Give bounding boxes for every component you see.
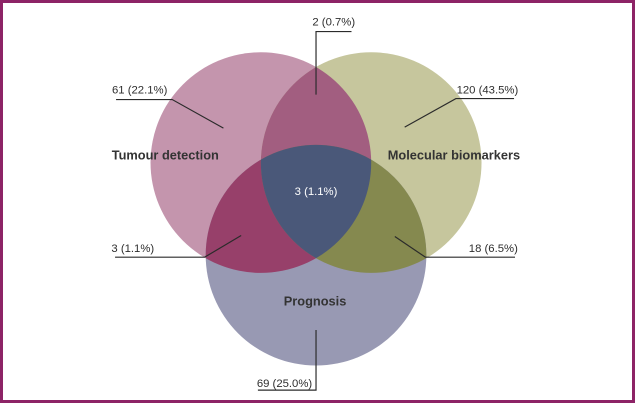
tumour-molecular-count: 2 (0.7%) [312, 17, 355, 29]
prognosis-label: Prognosis [284, 293, 347, 308]
all-three-count: 3 (1.1%) [295, 186, 338, 198]
leader-molecular-prognosis [394, 235, 516, 258]
venn-diagram: Tumour detection Molecular biomarkers Pr… [111, 17, 520, 391]
prognosis-only-count: 69 (25.0%) [257, 378, 313, 390]
tumour-prognosis-count: 3 (1.1%) [111, 243, 154, 255]
tumour-detection-label: Tumour detection [112, 148, 219, 163]
molecular-only-count: 120 (43.5%) [457, 85, 519, 97]
leader-tumour-only [116, 98, 224, 129]
leader-tumour-prognosis [115, 234, 242, 258]
leader-prognosis-only [257, 330, 317, 391]
tumour-only-count: 61 (22.1%) [112, 85, 168, 97]
molecular-prognosis-count: 18 (6.5%) [469, 243, 518, 255]
leader-molecular-only [404, 97, 515, 128]
overlap-all-three [260, 144, 372, 273]
leader-tumour-molecular [315, 30, 352, 95]
molecular-biomarkers-label: Molecular biomarkers [388, 148, 520, 163]
